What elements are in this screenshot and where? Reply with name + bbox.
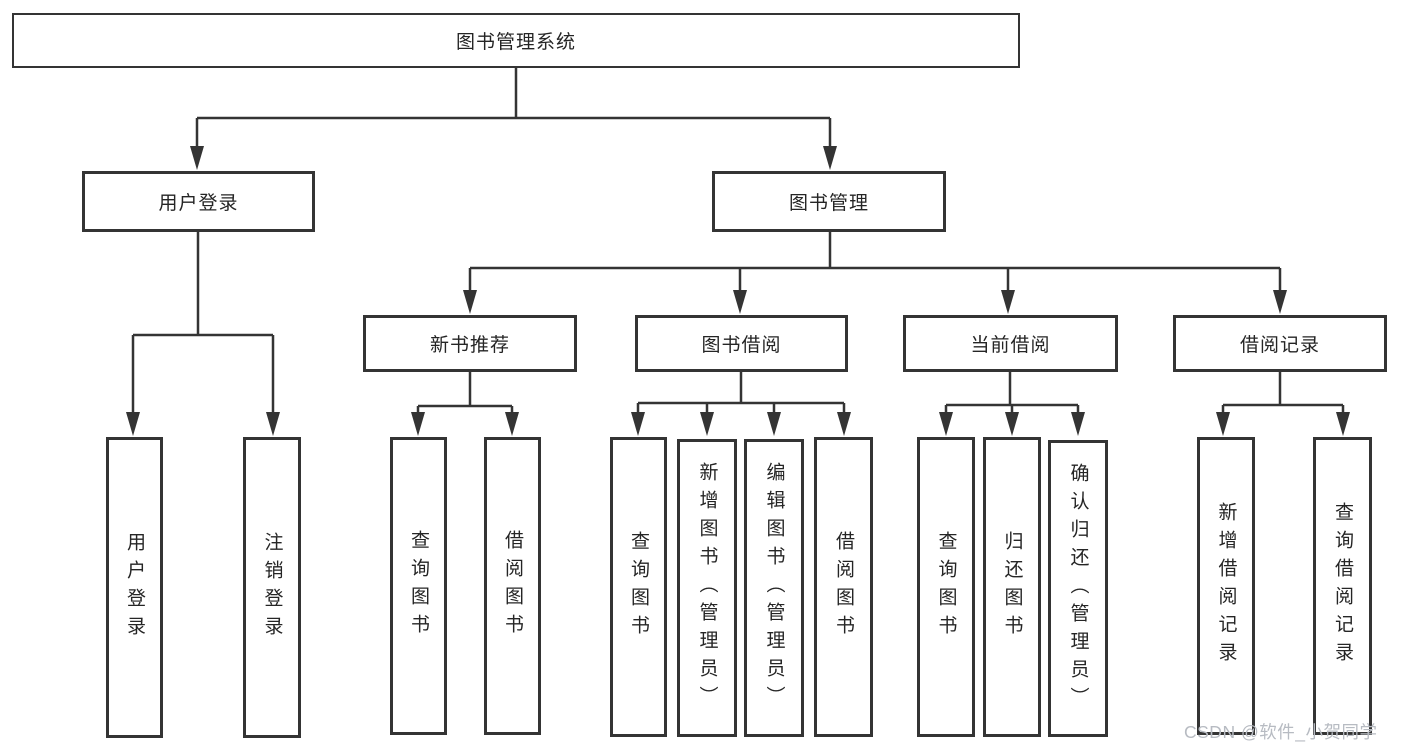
node-leaf-borrow-books-2: 借阅图书 <box>814 437 873 737</box>
node-leaf-return-books: 归还图书 <box>983 437 1041 737</box>
arrowheads <box>126 146 1350 436</box>
node-current-borrowing: 当前借阅 <box>903 315 1118 372</box>
node-leaf-edit-books-admin: 编辑图书（管理员） <box>744 439 804 737</box>
node-leaf-add-books-admin: 新增图书（管理员） <box>677 439 737 737</box>
node-leaf-confirm-return-admin: 确认归还（管理员） <box>1048 440 1108 737</box>
node-book-management: 图书管理 <box>712 171 946 232</box>
node-leaf-query-books-2: 查询图书 <box>610 437 667 737</box>
node-leaf-query-borrow-record: 查询借阅记录 <box>1313 437 1372 735</box>
node-leaf-query-books-3: 查询图书 <box>917 437 975 737</box>
node-borrowing-records: 借阅记录 <box>1173 315 1387 372</box>
csdn-watermark: CSDN @软件_小贺同学 <box>1184 722 1378 742</box>
node-leaf-borrow-books-1: 借阅图书 <box>484 437 541 735</box>
node-leaf-query-books-1: 查询图书 <box>390 437 447 735</box>
node-leaf-logout: 注销登录 <box>243 437 301 738</box>
node-user-login: 用户登录 <box>82 171 315 232</box>
node-library-management-system: 图书管理系统 <box>12 13 1020 68</box>
node-new-book-recommendation: 新书推荐 <box>363 315 577 372</box>
node-leaf-user-login: 用户登录 <box>106 437 163 738</box>
node-leaf-add-borrow-record: 新增借阅记录 <box>1197 437 1255 735</box>
node-book-borrowing: 图书借阅 <box>635 315 848 372</box>
